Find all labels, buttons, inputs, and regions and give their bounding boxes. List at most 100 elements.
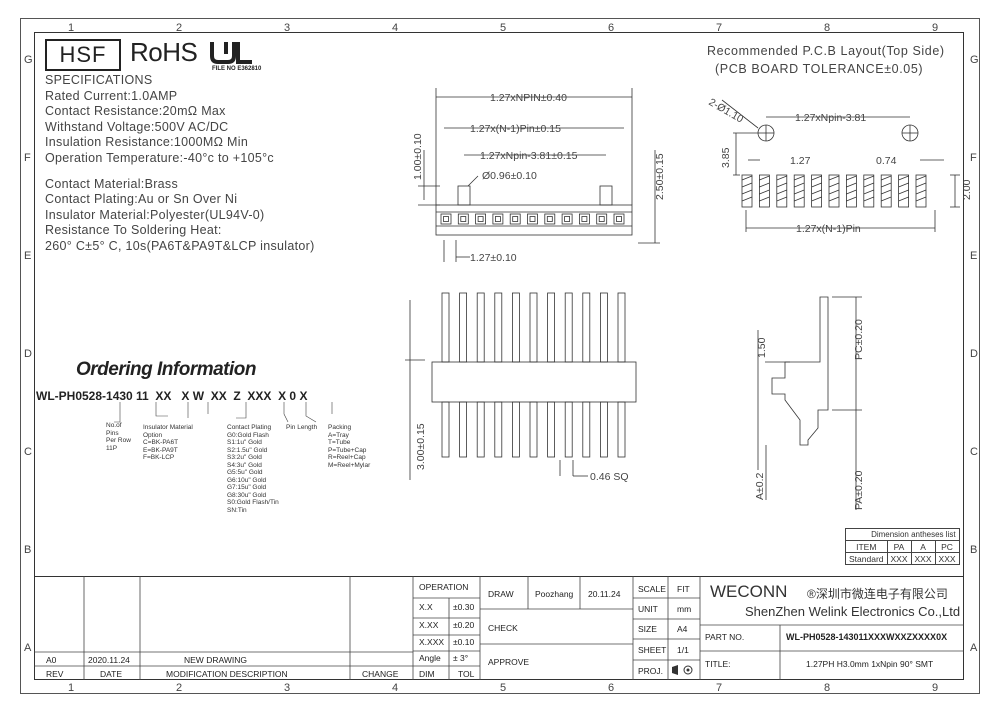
company-name-cn: ®深圳市微连电子有限公司	[807, 587, 948, 601]
draw-label: DRAW	[488, 589, 514, 599]
dim-top-pitch-total: 1.27x(N-1)Pin±0.15	[470, 123, 561, 135]
zone-row-label: D	[24, 348, 32, 360]
tol-label: TOL	[458, 669, 475, 679]
pcb-pad-hatch	[776, 196, 787, 202]
title-value: 1.27PH H3.0mm 1xNpin 90° SMT	[806, 659, 934, 669]
pcb-pad-hatch	[759, 196, 770, 202]
rev-header: REV	[46, 669, 64, 679]
front-pin-top	[547, 292, 555, 363]
zone-col-label: 6	[608, 682, 615, 694]
zone-row-label: F	[970, 152, 977, 164]
front-view	[405, 292, 637, 480]
tolerance-dim: X.XX	[419, 620, 439, 630]
ordering-note-line: G7:15u" Gold	[227, 484, 267, 491]
ordering-note-line: Packing	[328, 424, 352, 431]
rev-value: A0	[46, 655, 57, 665]
pcb-pad-hatch	[811, 175, 822, 181]
material-line: 260° C±5° C, 10s(PA6T&PA9T&LCP insulator…	[45, 238, 315, 253]
pcb-pad-hatch	[794, 189, 805, 195]
dim-pcb-offset: 3.85	[720, 147, 732, 168]
zone-col-label: 2	[176, 682, 183, 694]
dim-pcb-total: 1.27x(N-1)Pin	[796, 223, 861, 235]
zone-row-label: B	[24, 544, 32, 556]
top-pin-pad	[596, 213, 608, 225]
dim-side-pc: PC±0.20	[853, 319, 865, 360]
pcb-pad	[898, 174, 909, 208]
front-pin-top	[564, 292, 573, 363]
pcb-pad-hatch	[811, 189, 822, 195]
pcb-pad-hatch	[863, 182, 874, 188]
pcb-pad	[811, 174, 822, 208]
pcb-pad-hatch	[776, 189, 787, 195]
zone-col-label: 2	[176, 22, 183, 34]
modification-header: MODIFICATION DESCRIPTION	[166, 669, 288, 679]
pcb-pad-hatch	[811, 182, 822, 188]
ordering-note-line: G8:30u" Gold	[227, 491, 267, 499]
ordering-note-line: G5:5u" Gold	[227, 469, 263, 476]
dim-side-pa: PA±0.20	[853, 470, 865, 510]
top-pin-square	[443, 216, 449, 222]
zone-col-label: 9	[932, 682, 939, 694]
check-label: CHECK	[488, 623, 518, 633]
dim-front-pin-size: 0.46 SQ	[590, 471, 629, 483]
scale-value: FIT	[677, 584, 690, 594]
front-pin-top	[600, 292, 608, 363]
rohs-logo: RoHS	[130, 37, 198, 67]
pcb-pad-hatch	[881, 175, 892, 181]
ordering-note-line: F=BK-LCP	[143, 454, 175, 461]
dim-pcb-peg-spacing: 1.27xNpin-3.81	[795, 112, 866, 124]
top-pin-pad	[579, 213, 590, 225]
projection-symbol-icon	[672, 665, 693, 675]
tolerance-value: ±0.20	[453, 620, 475, 630]
dim-label: DIM	[419, 669, 435, 679]
pcb-pad-hatch	[794, 182, 805, 188]
pcb-pad-hatch	[741, 189, 753, 195]
front-pin-top	[441, 292, 450, 363]
front-pin-bottom	[459, 401, 468, 458]
scale-label: SCALE	[638, 584, 666, 594]
ordering-note-line: R=Reel+Cap	[328, 454, 366, 461]
proj-label: PROJ.	[638, 666, 664, 676]
pcb-pad-hatch	[881, 182, 892, 188]
ordering-note-line: Option	[143, 431, 163, 439]
pcb-pad-hatch	[741, 175, 753, 181]
zone-row-label: F	[24, 152, 31, 164]
ordering-note-line: C=BK-PA6T	[143, 439, 179, 446]
ordering-note-line: G0:Gold Flash	[227, 431, 269, 439]
pcb-pad-hatch	[846, 175, 857, 181]
change-header: CHANGE	[362, 669, 399, 679]
front-pin-bottom	[600, 401, 608, 458]
front-pin-bottom	[512, 401, 520, 458]
front-pin-top	[512, 292, 520, 363]
pcb-layout-view	[721, 99, 960, 232]
pcb-pad	[880, 174, 892, 208]
pcb-pad-hatch	[759, 189, 770, 195]
ordering-note-line: SN:Tin	[227, 506, 247, 514]
hsf-logo: HSF	[45, 39, 121, 71]
dim-top-body-depth: 2.50±0.15	[654, 153, 666, 200]
unit-value: mm	[677, 604, 692, 614]
front-pin-bottom	[547, 401, 555, 458]
front-pin-bottom	[476, 401, 485, 458]
dim-front-height: 3.00±0.15	[415, 423, 427, 470]
top-pin-square	[477, 216, 484, 222]
pcb-pad-hatch	[915, 182, 927, 188]
part-no-label: PART NO.	[705, 632, 745, 642]
rev-date: 2020.11.24	[88, 655, 130, 665]
pcb-pad-hatch	[741, 196, 753, 202]
spec-line: Contact Resistance:20mΩ Max	[45, 104, 226, 119]
spec-line: Withstand Voltage:500V AC/DC	[45, 119, 229, 134]
zone-col-label: 5	[500, 682, 507, 694]
front-pin-top	[459, 292, 468, 363]
ordering-note-line: S1:1u" Gold	[227, 439, 262, 446]
top-pin-square	[581, 216, 588, 222]
pcb-pad-hatch	[863, 175, 874, 181]
zone-col-label: 4	[392, 22, 399, 34]
ordering-note-line: A=Tray	[328, 431, 349, 439]
material-line: Contact Plating:Au or Sn Over Ni	[45, 192, 238, 207]
pcb-pad-hatch	[794, 175, 805, 181]
